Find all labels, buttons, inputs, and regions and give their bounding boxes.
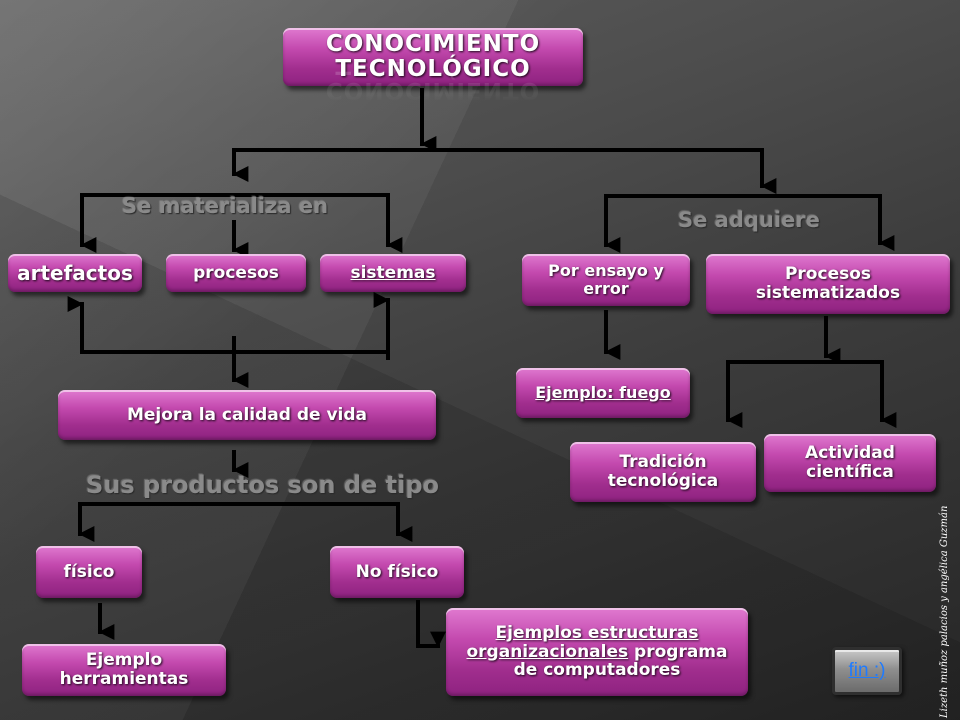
- end-link[interactable]: fin :): [848, 660, 886, 681]
- box-ejemplo-herramientas: Ejemplo herramientas: [22, 644, 226, 696]
- box-no-fisico: No físico: [330, 546, 464, 598]
- box-procesos: procesos: [166, 254, 306, 292]
- label-se-materializa-en: Se materializa en: [122, 194, 329, 218]
- link-estructuras-organizacionales[interactable]: Ejemplos estructuras organizacionales: [466, 622, 699, 662]
- box-por-ensayo-y-error: Por ensayo y error: [522, 254, 690, 306]
- box-actividad-cientifica: Actividad científica: [764, 434, 936, 492]
- author-credit: Lizeth muñoz palacios y angélica Guzmán: [939, 505, 950, 718]
- title-reflection: CONOCIMIENTO TECNOLÓGICO: [325, 51, 541, 103]
- page-title: CONOCIMIENTO TECNOLÓGICO: [325, 30, 541, 82]
- title-box: CONOCIMIENTO TECNOLÓGICO: [283, 28, 583, 86]
- text-programa-computadores: programa de computadores: [513, 641, 728, 681]
- box-fisico: físico: [36, 546, 142, 598]
- box-ejemplo-fuego-link[interactable]: Ejemplo: fuego: [516, 368, 690, 418]
- label-sus-productos: Sus productos son de tipo: [86, 471, 440, 499]
- box-tradicion-tecnologica: Tradición tecnológica: [570, 442, 756, 502]
- box-ejemplos-estructuras: Ejemplos estructuras organizacionales pr…: [446, 608, 748, 696]
- end-button[interactable]: fin :): [832, 647, 902, 695]
- box-procesos-sistematizados: Procesos sistematizados: [706, 254, 950, 314]
- label-se-adquiere: Se adquiere: [678, 208, 820, 232]
- box-artefactos: artefactos: [8, 254, 142, 292]
- box-sistemas-link[interactable]: sistemas: [320, 254, 466, 292]
- box-mejora-calidad-de-vida: Mejora la calidad de vida: [58, 390, 436, 440]
